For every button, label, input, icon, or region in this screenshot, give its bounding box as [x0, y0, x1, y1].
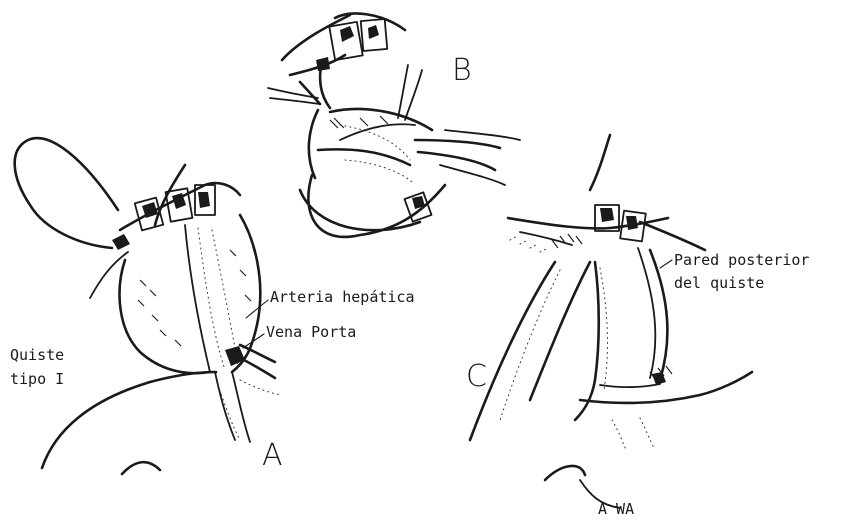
pared-posterior-label-line1: Pared posterior — [674, 251, 809, 269]
panel-b-drawing — [268, 14, 520, 237]
signature: A WA — [598, 500, 634, 518]
arteria-hepatica-label: Arteria hepática — [270, 288, 415, 306]
quiste-label-line1: Quiste — [10, 346, 64, 364]
panel-a-letter: A — [262, 438, 283, 473]
panel-c-drawing — [470, 135, 752, 508]
vena-porta-label: Vena Porta — [266, 323, 356, 341]
pared-posterior-label-line2: del quiste — [674, 274, 764, 292]
panel-c-letter: C — [466, 359, 487, 394]
quiste-label-line2: tipo I — [10, 370, 64, 388]
panel-b-letter: B — [452, 53, 472, 88]
panel-a-drawing — [15, 138, 280, 474]
